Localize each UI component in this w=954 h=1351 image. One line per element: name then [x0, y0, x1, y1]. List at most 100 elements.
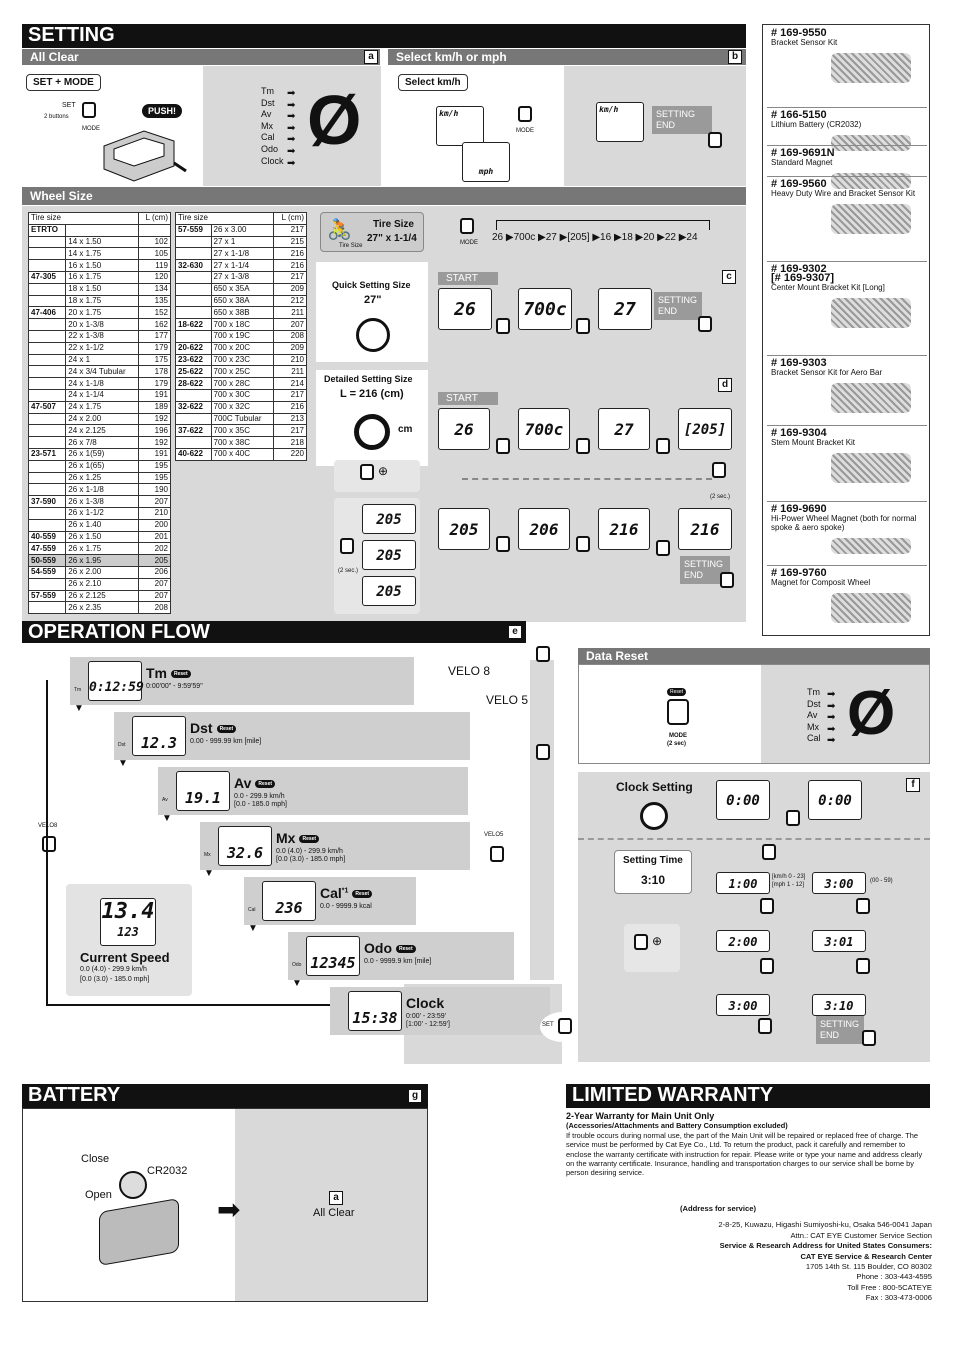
reset-badge: Reset [171, 670, 191, 679]
lcd-display: 205 [362, 576, 416, 606]
table-cell: 700 x 25C [210, 365, 275, 379]
clock-dashed-divider [578, 838, 930, 840]
table-cell: 216 [273, 247, 307, 261]
table-cell: 217 [273, 388, 307, 402]
lcd-display: 3:00 [812, 872, 866, 894]
set-button-icon [536, 646, 550, 662]
accessory-number: # 169-9550 [771, 27, 827, 39]
data-reset-title: Data Reset [586, 649, 649, 663]
select-unit-title: Select km/h or mph [396, 50, 507, 64]
reset-item: Av [807, 710, 818, 721]
table-cell: 26 x 2.00 [65, 565, 140, 579]
flow-right-band [530, 660, 554, 980]
down-arrow-icon: ▼ [162, 813, 172, 824]
set-mode-pill: SET + MODE [26, 74, 101, 91]
address-line: 1705 14th St. 115 Boulder, CO 80302 [805, 1262, 932, 1272]
clear-item: Odo [261, 143, 279, 154]
table-cell: 26 x 1.50 [65, 530, 140, 544]
table-cell: 20 x 1.75 [65, 306, 140, 320]
table-cell: 105 [138, 247, 171, 261]
quick-setting-value: 27" [364, 294, 382, 306]
separator [767, 176, 927, 177]
table-cell: 177 [138, 329, 171, 343]
table-cell: 28-622 [175, 377, 212, 390]
step-name: Tm [146, 665, 167, 681]
lcd-display: 216 [598, 508, 650, 550]
table-cell: 207 [138, 589, 171, 603]
table-cell: 25-622 [175, 365, 212, 379]
quick-setting-panel: Quick Setting Size 27" [316, 262, 428, 362]
table-cell: 102 [138, 235, 171, 249]
set-button-icon [758, 1018, 772, 1034]
lcd-display: 216 [678, 508, 732, 550]
table-cell: 700 x 38C [210, 436, 275, 449]
table-cell: 195 [138, 471, 171, 485]
table-cell: 24 x 2.125 [65, 424, 140, 438]
warranty-address: (Address for service) 2-8-25, Kuwazu, Hi… [566, 1204, 932, 1304]
address-line: 2-8-25, Kuwazu, Higashi Sumiyoshi-ku, Os… [718, 1220, 932, 1230]
table-cell [27, 329, 67, 343]
set-button-icon [82, 102, 96, 118]
down-arrow-icon: ▼ [118, 758, 128, 769]
step-lcd: 236 [262, 881, 316, 921]
detailed-setting-panel: Detailed Setting Size L = 216 (cm) cm [316, 370, 428, 466]
separator [767, 565, 927, 566]
mph-label: mph [478, 167, 494, 176]
reset-badge: Reset [396, 945, 416, 954]
table-cell [27, 365, 67, 379]
table-cell: 27 x 1-3/8 [210, 270, 275, 284]
setting-end-badge: SETTING END [816, 1016, 864, 1044]
table-cell: 27 x 1-1/4 [210, 259, 275, 272]
lcd-display: 205 [362, 504, 416, 534]
close-label: Close [81, 1153, 110, 1165]
step-tag: Tm [74, 687, 82, 693]
detailed-flow-panel: START d 26 700c 27 [205] (2 sec.) 205 20… [434, 372, 742, 616]
battery-header: BATTERY [22, 1084, 428, 1108]
accessory-name: Center Mount Bracket Kit [Long] [771, 283, 885, 292]
down-arrow-icon: ▼ [292, 978, 302, 989]
table-cell: 700 x 28C [210, 377, 275, 390]
clear-item: Clock [261, 155, 284, 166]
table-cell: 196 [138, 424, 171, 438]
accessory-number: # 169-9690 [771, 503, 827, 515]
velo5-small-label: VELO5 [484, 832, 504, 838]
header-cell: L (cm) [138, 212, 171, 225]
table-cell: 135 [138, 294, 171, 308]
accessory-name: Lithium Battery (CR2032) [771, 120, 862, 129]
table-cell: 700 x 23C [210, 353, 275, 367]
mode-2sec-label: (2 sec.) [338, 568, 359, 574]
table-cell: 24 x 1-1/8 [65, 377, 140, 390]
table-cell [138, 223, 171, 237]
setting-time-value: 3:10 [641, 873, 666, 887]
tire-size-caption: Tire Size [339, 243, 363, 249]
table-cell: 27 x 1-1/8 [210, 247, 275, 261]
header-cell: Tire size [27, 212, 140, 225]
lcd-display: 2:00 [716, 930, 770, 952]
mph-lcd: mph [462, 142, 510, 182]
table-cell: 195 [138, 459, 171, 473]
step-lcd: 0:12:59 [88, 661, 144, 701]
table-cell: 26 x 2.35 [65, 601, 140, 615]
separator [767, 261, 927, 262]
table-cell: 24 x 1.75 [65, 400, 140, 414]
setting-end-badge: SETTING END [654, 292, 702, 320]
